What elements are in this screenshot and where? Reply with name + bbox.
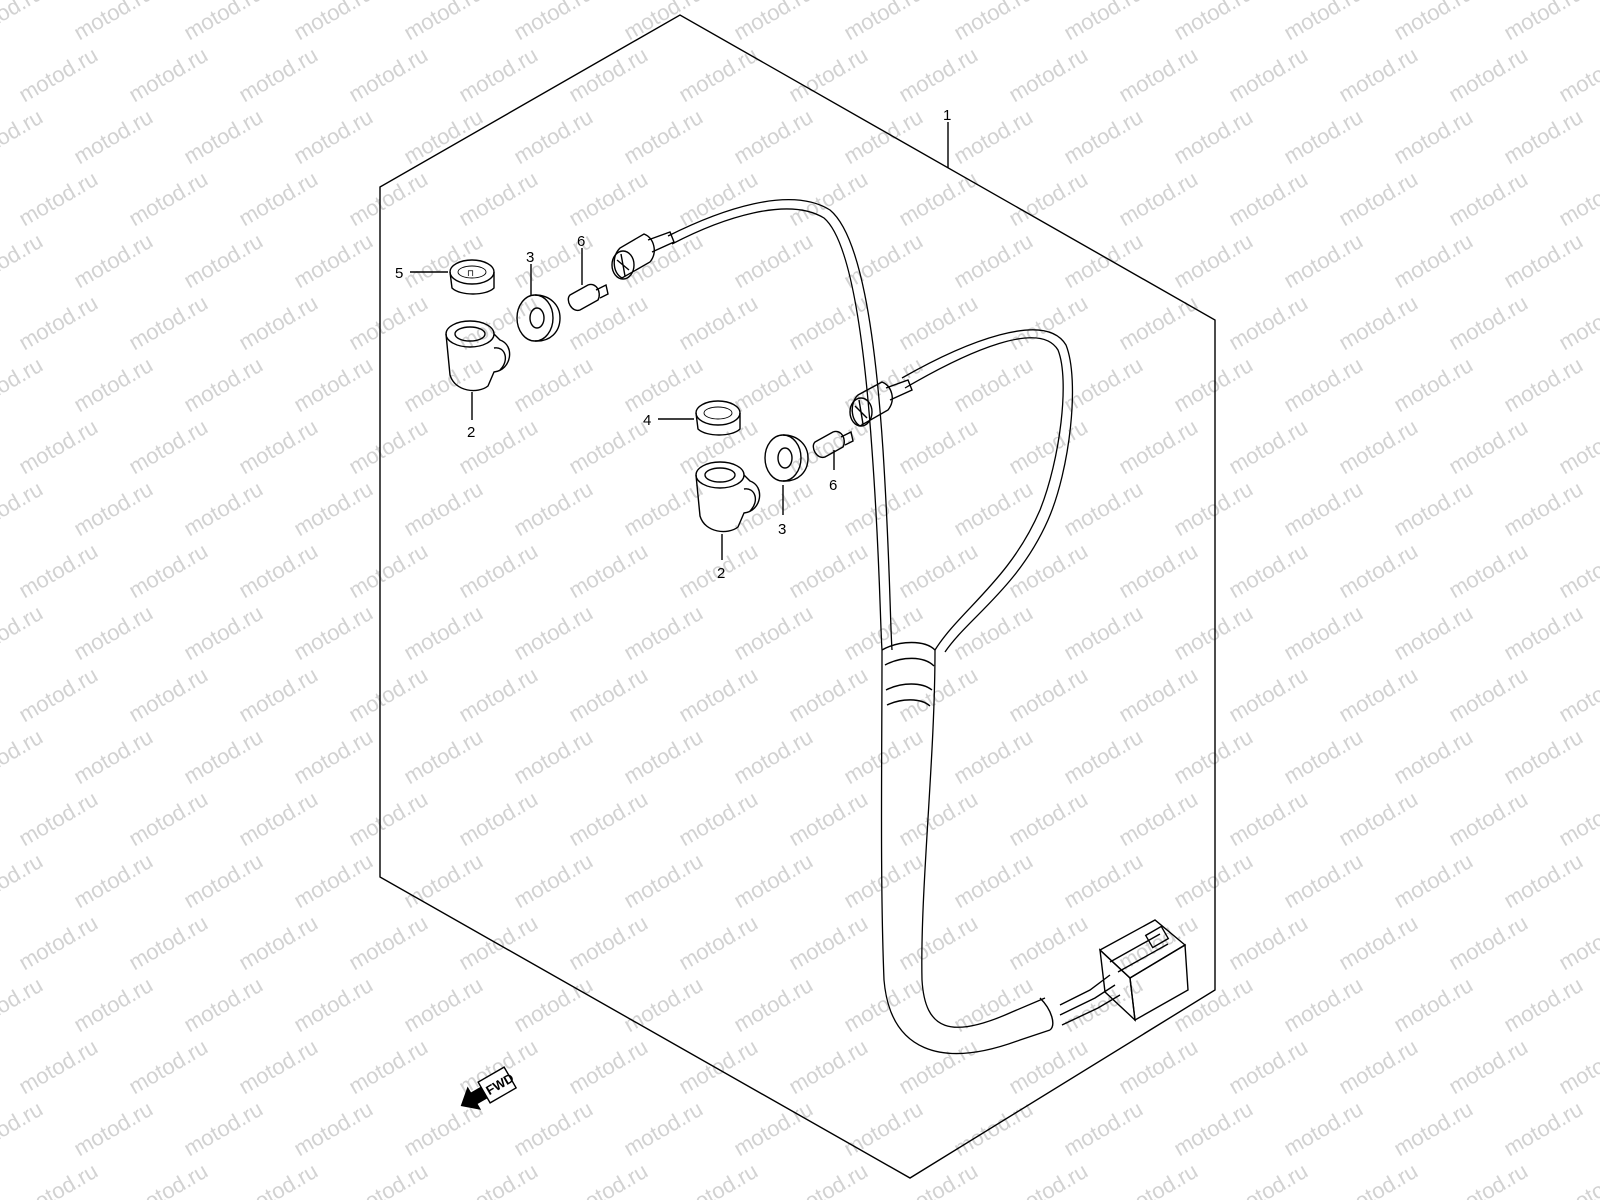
fwd-direction-badge: FWD (460, 1066, 518, 1110)
callout-3a: 3 (526, 249, 534, 266)
callout-2b: 2 (717, 565, 725, 582)
lamp-housing-2-lower (695, 461, 761, 533)
bulb-socket-upper (611, 231, 675, 280)
svg-text:⊓: ⊓ (467, 268, 474, 278)
bulb-socket-lower (849, 379, 913, 427)
callout-2a: 2 (467, 424, 475, 441)
bulb-6-lower (812, 430, 854, 459)
callout-6a: 6 (577, 233, 585, 250)
wire-harness (667, 199, 1121, 1054)
grommet-3-lower (764, 434, 809, 482)
callout-4: 4 (643, 412, 651, 429)
callout-1: 1 (943, 107, 951, 124)
harness-coupler (1098, 919, 1189, 1022)
bulb-6-upper (567, 283, 609, 312)
diagram-frame (379, 14, 1216, 1179)
callout-6b: 6 (829, 477, 837, 494)
indicator-cap-5: ⊓ (449, 259, 495, 295)
callout-5: 5 (395, 265, 403, 282)
lamp-housing-2-upper (445, 320, 511, 392)
callout-3b: 3 (778, 521, 786, 538)
grommet-3-upper (516, 294, 561, 342)
indicator-cap-4 (695, 400, 741, 436)
